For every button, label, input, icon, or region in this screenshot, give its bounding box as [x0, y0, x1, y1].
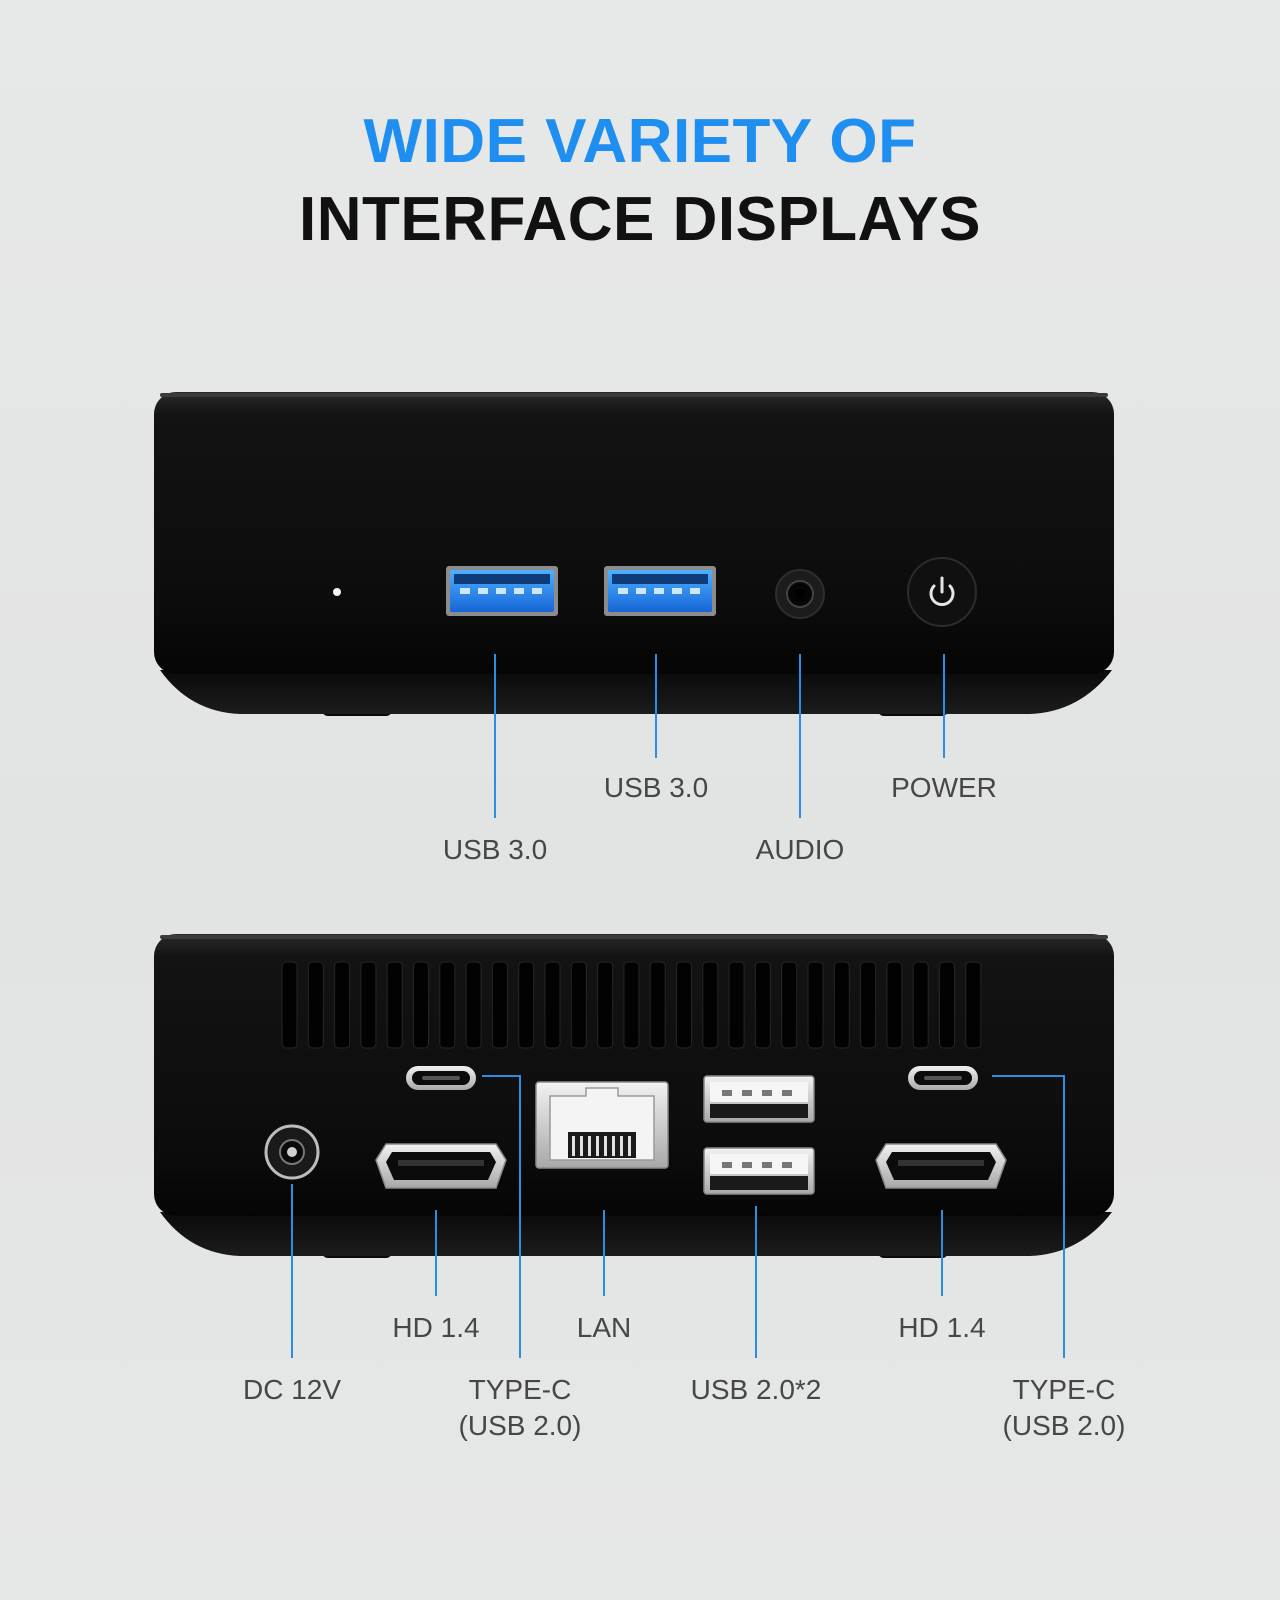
vent-slot	[307, 961, 324, 1049]
ethernet-port-icon	[535, 1081, 669, 1169]
dc-jack-icon	[264, 1124, 320, 1180]
label-hdmi-right: HD 1.4	[898, 1312, 986, 1343]
vent-slot	[465, 961, 482, 1049]
front-leader-lines	[494, 654, 945, 818]
label-usb2x2: USB 2.0*2	[690, 1374, 822, 1405]
front-base	[160, 670, 1112, 714]
front-panel	[154, 392, 1114, 818]
vent-slot	[439, 961, 456, 1049]
label-power: POWER	[891, 772, 997, 803]
label-hdmi-left: HD 1.4	[392, 1312, 480, 1343]
vent-slot	[807, 961, 824, 1049]
label-lan: LAN	[576, 1312, 632, 1343]
label-typec-right-line1: TYPE-C	[1012, 1374, 1116, 1405]
hdmi-port-icon	[875, 1143, 1007, 1189]
label-dc-12v: DC 12V	[242, 1374, 342, 1405]
vent-slot	[334, 961, 351, 1049]
vent-slot	[939, 961, 955, 1049]
usb-c-port-icon	[406, 1066, 476, 1090]
rear-panel	[154, 934, 1114, 1358]
usb-port-icon	[446, 566, 558, 616]
power-icon	[907, 557, 977, 627]
vent-slot	[281, 961, 298, 1049]
vent-slot	[597, 961, 614, 1049]
vent-slot	[728, 961, 745, 1049]
vent-slot	[860, 961, 877, 1049]
rear-leader-lines	[291, 1075, 1065, 1358]
vent-slot	[833, 961, 850, 1049]
vent-slot	[702, 961, 719, 1049]
label-typec-left-line2: (USB 2.0)	[458, 1410, 582, 1441]
label-typec-left-line1: TYPE-C	[468, 1374, 572, 1405]
vent-slot	[676, 961, 692, 1049]
vent-slot	[886, 961, 903, 1049]
vent-slot	[386, 961, 403, 1049]
headline-line1: WIDE VARIETY OF	[363, 107, 917, 176]
vent-slot	[491, 961, 508, 1049]
headline-line2: INTERFACE DISPLAYS	[299, 185, 981, 254]
vent-slot	[781, 961, 798, 1049]
label-audio: AUDIO	[755, 834, 845, 865]
vent-slot	[544, 961, 561, 1049]
label-typec-right-line2: (USB 2.0)	[1002, 1410, 1126, 1441]
vent-slot	[570, 961, 587, 1049]
usb-port-icon	[703, 1147, 815, 1195]
label-typec-right: TYPE-C (USB 2.0)	[1003, 1372, 1126, 1444]
vent-slot	[912, 961, 929, 1049]
audio-jack-icon	[775, 569, 825, 619]
label-usb3-right: USB 3.0	[603, 772, 709, 803]
vent-slot	[360, 961, 377, 1049]
vent-slot	[754, 961, 771, 1049]
usb-port-icon	[703, 1075, 815, 1123]
vent-slot	[518, 961, 535, 1049]
vent-slot	[649, 961, 666, 1049]
vent-slot	[413, 961, 429, 1049]
usb-port-icon	[604, 566, 716, 616]
vent-slot	[623, 961, 640, 1049]
front-body	[154, 392, 1114, 674]
usb-c-port-icon	[908, 1066, 978, 1090]
led-indicator-icon	[333, 588, 341, 596]
label-typec-left: TYPE-C (USB 2.0)	[459, 1372, 582, 1444]
label-usb3-left: USB 3.0	[442, 834, 548, 865]
hdmi-port-icon	[375, 1143, 507, 1189]
vent-slot	[965, 961, 982, 1049]
vent-grille	[281, 961, 982, 1049]
rear-base	[160, 1212, 1112, 1256]
